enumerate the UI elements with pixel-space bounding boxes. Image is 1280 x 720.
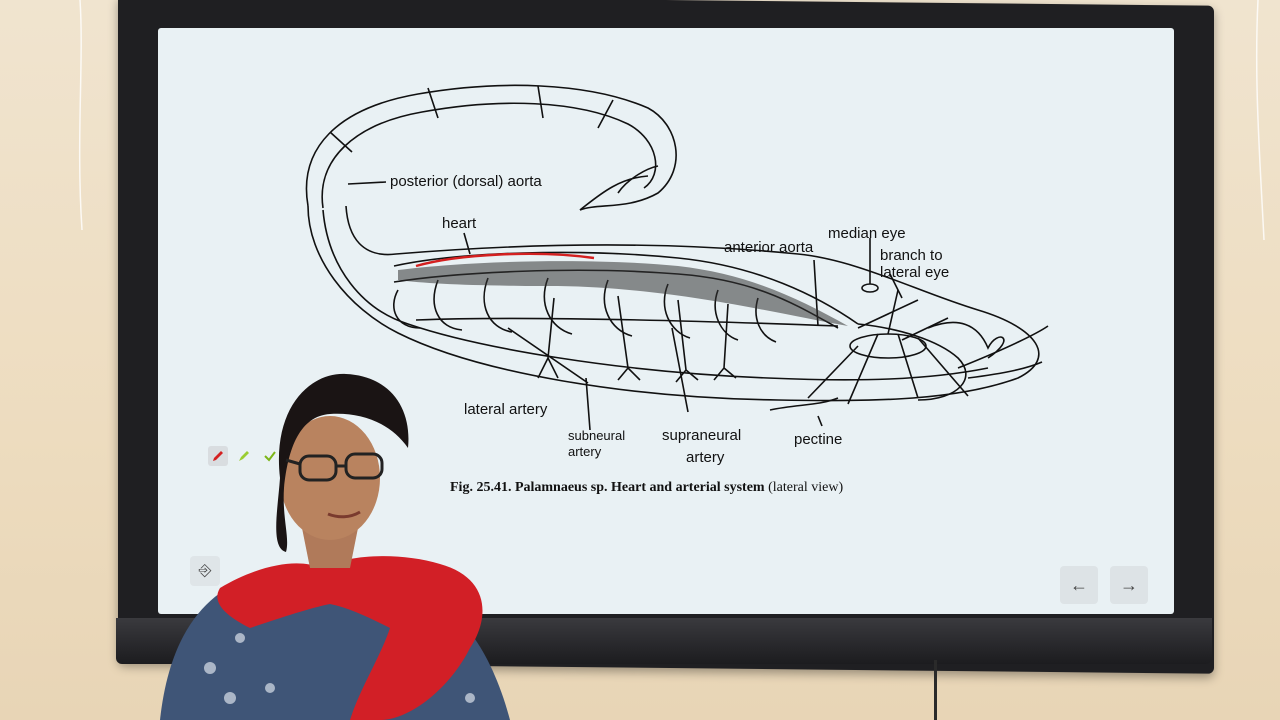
annotation-toolbar [208, 446, 280, 466]
wall-wire [78, 0, 83, 231]
exit-icon: ⎆ [198, 562, 212, 579]
next-slide-button[interactable]: → [1110, 566, 1148, 604]
figure-caption: Fig. 25.41. Palamnaeus sp. Heart and art… [450, 480, 843, 496]
arrow-right-icon: → [1120, 574, 1138, 595]
label-pectine: pectine [794, 431, 843, 448]
prev-slide-button[interactable]: ← [1060, 566, 1098, 604]
check-tool[interactable] [260, 446, 280, 466]
pen-tool[interactable] [208, 446, 228, 466]
label-median-eye: median eye [828, 225, 906, 242]
highlighter-tool[interactable] [234, 446, 254, 466]
highlighter-icon [239, 451, 249, 461]
wall-wire-right [1255, 0, 1265, 241]
label-posterior-aorta: posterior (dorsal) aorta [390, 173, 542, 190]
pencil-icon [213, 451, 223, 461]
scorpion-diagram [305, 84, 1049, 431]
label-lateral-artery: lateral artery [464, 401, 548, 418]
power-cable [934, 660, 937, 720]
label-subneural: subneural [568, 428, 626, 443]
label-anterior-aorta: anterior aorta [724, 239, 814, 256]
label-supraneural-artery: artery [686, 449, 725, 466]
label-branch-to: branch to [880, 247, 943, 264]
exit-button[interactable]: ⎆ [190, 556, 220, 586]
label-supraneural: supraneural [662, 427, 742, 444]
caption-suffix: (lateral view) [764, 480, 844, 495]
arrow-left-icon: ← [1070, 574, 1088, 595]
label-subneural-artery: artery [568, 444, 602, 459]
heart-highlight [415, 252, 595, 268]
presenter [160, 373, 510, 720]
label-lateral-eye: lateral eye [880, 264, 950, 281]
caption-title: Fig. 25.41. Palamnaeus sp. Heart and art… [450, 480, 765, 495]
label-heart: heart [442, 215, 477, 232]
checkmark-icon [264, 451, 276, 462]
